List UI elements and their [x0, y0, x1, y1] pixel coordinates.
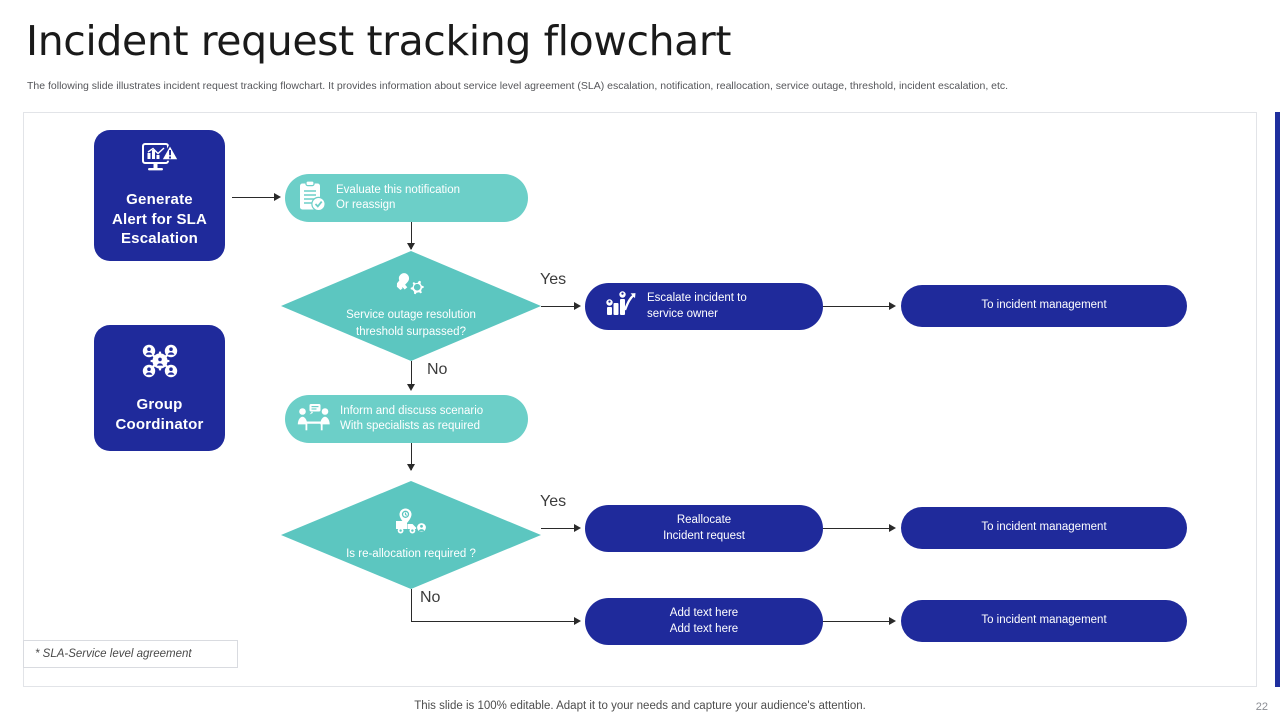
wrench-gear-icon [396, 272, 426, 303]
inform-line-1: Inform and discuss scenario [340, 404, 484, 417]
decision2-line-1: Is re-allocation required ? [346, 548, 476, 561]
connector-escalate-to-outcome1 [823, 306, 891, 307]
arrowhead-right [889, 302, 896, 310]
arrowhead-right [574, 617, 581, 625]
arrowhead-right [274, 193, 281, 201]
outcome-label: To incident management [981, 521, 1107, 534]
node-escalate-incident[interactable]: Escalate incident to service owner [585, 283, 823, 330]
team-network-gear-icon [136, 341, 184, 386]
outcome-label: To incident management [981, 614, 1107, 627]
node-outcome-1[interactable]: To incident management [901, 285, 1187, 327]
arrowhead-right [574, 524, 581, 532]
add-text-line-1: Add text here [669, 607, 739, 620]
connector-decision2-no-horizontal [411, 621, 576, 622]
node-inform-discuss[interactable]: Inform and discuss scenario With special… [285, 395, 528, 443]
role-line-2: Coordinator [115, 416, 204, 433]
page-number: 22 [1255, 701, 1268, 713]
monitor-chart-alert-icon [140, 142, 180, 181]
branch-label-no-1: No [427, 361, 448, 378]
evaluate-line-2: Or reassign [336, 199, 396, 211]
page-title: Incident request tracking flowchart [26, 17, 732, 65]
page-subtitle: The following slide illustrates incident… [27, 80, 1009, 92]
content-frame [23, 112, 1257, 687]
decision-service-outage-threshold[interactable]: Service outage resolution threshold surp… [281, 251, 541, 361]
role-box-generate-alert[interactable]: Generate Alert for SLA Escalation [94, 130, 225, 261]
reallocate-line-2: Incident request [663, 529, 745, 542]
connector-decision2-yes [541, 528, 576, 529]
node-outcome-2[interactable]: To incident management [901, 507, 1187, 549]
clipboard-check-icon [297, 179, 327, 217]
add-text-line-2: Add text here [669, 622, 739, 635]
connector-decision2-no-vertical [411, 589, 412, 622]
truck-location-icon [394, 508, 428, 541]
connector-decision1-yes [541, 306, 576, 307]
connector-role-to-evaluate [232, 197, 274, 198]
node-add-text[interactable]: Add text here Add text here [585, 598, 823, 645]
escalation-chart-people-icon [605, 290, 637, 323]
escalate-line-2: service owner [647, 307, 718, 320]
connector-reallocate-to-outcome2 [823, 528, 891, 529]
inform-line-2: With specialists as required [340, 420, 480, 432]
connector-addtext-to-outcome3 [823, 621, 891, 622]
node-evaluate-notification[interactable]: Evaluate this notification Or reassign [285, 174, 528, 222]
people-meeting-icon [297, 402, 331, 437]
arrowhead-down [407, 464, 415, 471]
right-accent-bar [1275, 112, 1280, 687]
role-line-1: Generate [126, 190, 193, 208]
reallocate-line-1: Reallocate [676, 514, 732, 527]
branch-label-yes-1: Yes [540, 271, 567, 288]
escalate-line-1: Escalate incident to [647, 292, 747, 305]
outcome-label: To incident management [981, 299, 1107, 312]
connector-inform-to-decision2 [411, 443, 412, 470]
arrowhead-down [407, 384, 415, 391]
sla-footnote: * SLA-Service level agreement [23, 640, 238, 668]
role-line-3: Escalation [120, 230, 198, 248]
role-box-group-coordinator[interactable]: Group Coordinator [94, 325, 225, 451]
arrowhead-down [407, 243, 415, 250]
connector-decision1-no [411, 361, 412, 389]
branch-label-no-2: No [420, 589, 441, 606]
arrowhead-right [889, 524, 896, 532]
role-line-2: Alert for SLA [111, 210, 208, 228]
node-reallocate-request[interactable]: Reallocate Incident request [585, 505, 823, 552]
arrowhead-right [574, 302, 581, 310]
decision-reallocation-required[interactable]: Is re-allocation required ? [281, 481, 541, 589]
decision1-line-2: threshold surpassed? [356, 326, 466, 338]
evaluate-line-1: Evaluate this notification [336, 183, 461, 196]
arrowhead-right [889, 617, 896, 625]
role-line-1: Group [136, 396, 183, 414]
branch-label-yes-2: Yes [540, 493, 567, 510]
node-outcome-3[interactable]: To incident management [901, 600, 1187, 642]
footer-note: This slide is 100% editable. Adapt it to… [414, 700, 866, 712]
connector-evaluate-to-decision1 [411, 222, 412, 249]
decision1-line-1: Service outage resolution [346, 309, 476, 322]
